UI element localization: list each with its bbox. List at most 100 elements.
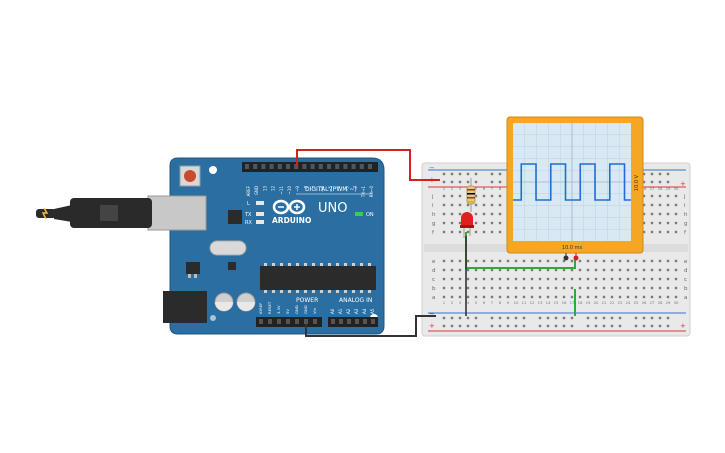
breadboard-hole [522, 259, 526, 263]
resistor-band [467, 201, 475, 203]
capacitor-highlight [237, 302, 255, 311]
scope-probe-positive[interactable] [573, 255, 579, 261]
chip-leg [344, 290, 347, 293]
breadboard-hole [442, 277, 446, 281]
breadboard-hole [442, 172, 446, 176]
breadboard-hole [642, 212, 646, 216]
ground-wire[interactable] [305, 315, 436, 337]
breadboard-hole [642, 324, 646, 328]
breadboard-hole [458, 268, 462, 272]
breadboard-hole [618, 295, 622, 299]
power-pin-label: GND [294, 305, 299, 314]
digital-header-label: DIGITAL (PWM ~) [305, 186, 357, 193]
red-led[interactable] [460, 212, 474, 238]
header-pin [363, 319, 367, 324]
breadboard-hole [458, 295, 462, 299]
analog-header[interactable] [328, 317, 378, 327]
breadboard-hole [474, 316, 478, 320]
time-scale-label: 10.0 ms [562, 245, 583, 251]
breadboard-hole [658, 194, 662, 198]
rx-led [256, 220, 264, 224]
breadboard-hole [442, 286, 446, 290]
tx-led-label: TX [244, 212, 252, 218]
column-number: 5 [475, 186, 478, 191]
row-letter: c [432, 277, 435, 283]
oscilloscope-grid [513, 123, 631, 241]
breadboard-hole [474, 172, 478, 176]
header-pin [331, 319, 335, 324]
header-pin [269, 164, 274, 169]
breadboard-hole [618, 259, 622, 263]
breadboard-hole [442, 268, 446, 272]
digital-header[interactable] [242, 162, 378, 172]
header-pin [339, 319, 343, 324]
breadboard-hole [442, 295, 446, 299]
breadboard-hole [450, 194, 454, 198]
digital-header-block [242, 162, 378, 172]
breadboard-hole [442, 221, 446, 225]
breadboard-hole [650, 221, 654, 225]
breadboard-hole [658, 324, 662, 328]
signal-wire-pin9[interactable] [296, 149, 440, 181]
breadboard-hole [482, 212, 486, 216]
breadboard-hole [490, 180, 494, 184]
breadboard-hole [634, 324, 638, 328]
rx-led-label: RX [245, 220, 252, 226]
resistor[interactable] [466, 178, 476, 212]
row-letter: g [684, 221, 688, 227]
breadboard-hole [538, 316, 542, 320]
breadboard-hole [450, 277, 454, 281]
breadboard-hole [474, 324, 478, 328]
breadboard-hole [650, 295, 654, 299]
analog-pin-label: A0 [330, 308, 335, 314]
breadboard-hole [650, 203, 654, 207]
header-pin [371, 319, 375, 324]
digital-pin-label: ~5 [328, 186, 333, 192]
header-pin [343, 164, 348, 169]
breadboard-hole [450, 212, 454, 216]
breadboard-hole [658, 277, 662, 281]
breadboard-hole [474, 230, 478, 234]
oscilloscope[interactable]: 10.0 V 10.0 ms [506, 116, 644, 261]
breadboard-hole [554, 295, 558, 299]
breadboard-hole [674, 212, 678, 216]
breadboard-hole [474, 203, 478, 207]
breadboard-hole [602, 324, 606, 328]
breadboard-hole [514, 295, 518, 299]
chip-leg [312, 263, 315, 266]
breadboard-hole [626, 286, 630, 290]
breadboard-hole [618, 277, 622, 281]
breadboard-hole [522, 324, 526, 328]
breadboard-hole [546, 295, 550, 299]
chip-leg [360, 290, 363, 293]
breadboard-hole [562, 316, 566, 320]
digital-pin-label: ~9 [295, 186, 300, 192]
breadboard-hole [474, 268, 478, 272]
breadboard-hole [610, 277, 614, 281]
breadboard-hole [506, 295, 510, 299]
breadboard-hole [570, 295, 574, 299]
breadboard-hole [626, 277, 630, 281]
breadboard-hole [498, 221, 502, 225]
usb-cable-icon[interactable] [36, 198, 152, 228]
reset-button[interactable] [179, 165, 201, 187]
row-letter: d [432, 268, 436, 274]
digital-header-pins [245, 164, 372, 169]
led-rim [460, 225, 474, 228]
column-number: 17 [570, 300, 575, 305]
header-pin [253, 164, 258, 169]
header-pin [261, 164, 266, 169]
crystal-oscillator [209, 240, 247, 256]
breadboard-hole [666, 212, 670, 216]
row-letter: e [432, 259, 436, 265]
chip-leg [272, 290, 275, 293]
breadboard-hole [666, 277, 670, 281]
breadboard-hole [666, 203, 670, 207]
row-letter: i [432, 203, 434, 209]
breadboard-hole [642, 316, 646, 320]
breadboard-hole [546, 324, 550, 328]
scope-probe-negative[interactable] [563, 255, 569, 261]
digital-pin-label: 8 [303, 186, 308, 189]
breadboard-hole [666, 172, 670, 176]
